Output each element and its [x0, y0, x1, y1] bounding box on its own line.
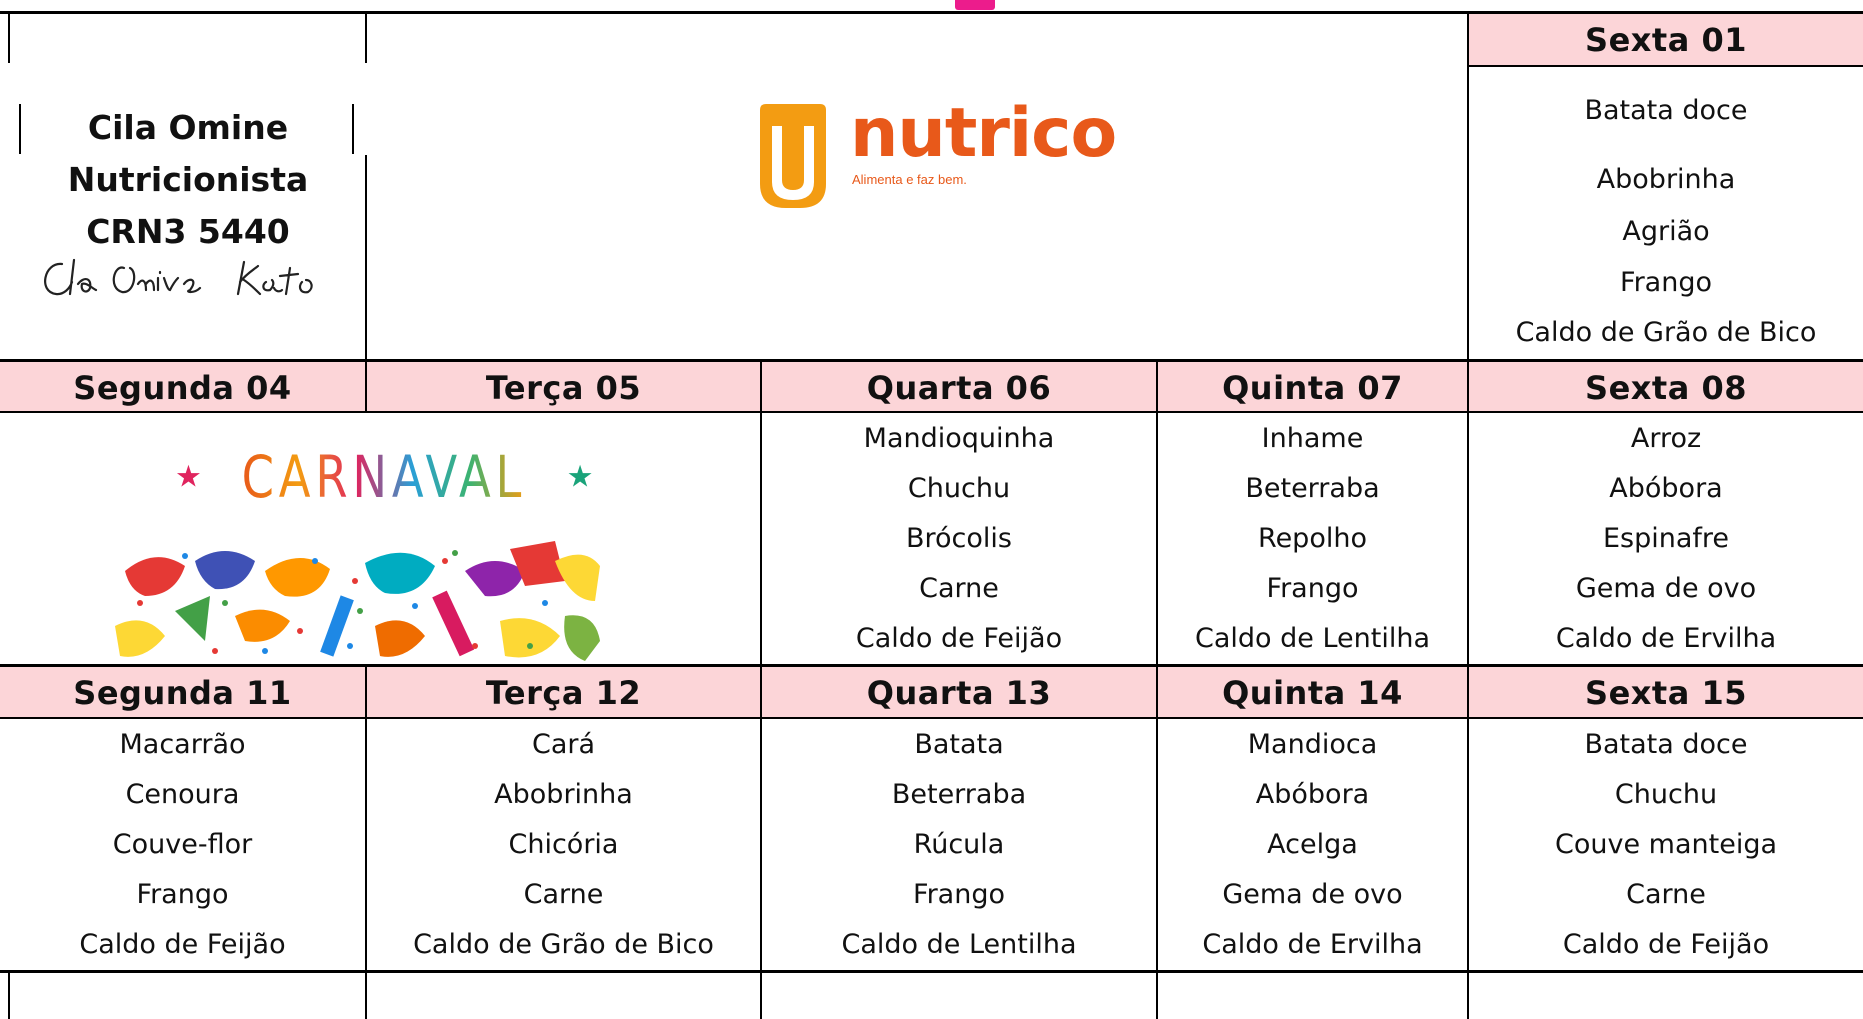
- menu-terca-12: Cará Abobrinha Chicória Carne Caldo de G…: [367, 719, 760, 970]
- grid-top-line: [0, 11, 1863, 14]
- ident-box-left: [19, 104, 21, 154]
- menu-quarta-06: Mandioquinha Chuchu Brócolis Carne Caldo…: [762, 413, 1156, 664]
- day-header-sexta-08: Sexta 08: [1469, 362, 1863, 411]
- grid-v-col4: [1156, 359, 1158, 1019]
- menu-item: Frango: [136, 879, 229, 910]
- day-header-terca-12: Terça 12: [367, 667, 760, 717]
- menu-item: Cará: [531, 729, 596, 760]
- day-header-quarta-06: Quarta 06: [762, 362, 1156, 411]
- menu-quinta-07: Inhame Beterraba Repolho Frango Caldo de…: [1158, 413, 1467, 664]
- signature: [44, 258, 313, 296]
- menu-item: Caldo de Feijão: [79, 929, 286, 960]
- menu-item: Caldo de Lentilha: [841, 929, 1077, 960]
- menu-item: Beterraba: [1245, 473, 1380, 504]
- menu-item: Gema de ovo: [1222, 879, 1403, 910]
- grid-left-edge-bottom: [8, 970, 10, 1019]
- menu-item: Beterraba: [891, 779, 1027, 810]
- menu-item: Acelga: [1267, 829, 1358, 860]
- menu-quinta-14: Mandioca Abóbora Acelga Gema de ovo Cald…: [1158, 719, 1467, 970]
- nutritionist-name: Cila Omine: [87, 108, 289, 147]
- grid-v-header-week1: [365, 359, 367, 413]
- menu-item: Arroz: [1630, 423, 1702, 454]
- menu-item: Caldo de Grão de Bico: [1515, 317, 1817, 348]
- menu-item: Abóbora: [1609, 473, 1723, 504]
- menu-item: Mandioca: [1247, 729, 1378, 760]
- menu-sexta-01: Batata doce Abobrinha Agrião Frango Cald…: [1469, 67, 1863, 359]
- menu-item: Agrião: [1622, 216, 1710, 247]
- menu-item: Inhame: [1261, 423, 1364, 454]
- menu-item: Abobrinha: [1596, 164, 1736, 195]
- menu-item: Caldo de Ervilha: [1555, 623, 1777, 654]
- menu-item: Gema de ovo: [1575, 573, 1757, 604]
- star-icon: ★: [175, 460, 202, 494]
- nutritionist-registration: CRN3 5440: [86, 212, 290, 251]
- menu-item: Brócolis: [906, 523, 1012, 554]
- nutrico-brand-text: nutrico: [850, 94, 1117, 173]
- grid-v-col3: [760, 359, 762, 1019]
- menu-item: Cenoura: [125, 779, 240, 810]
- carnaval-title: ★ CARNAVAL ★: [175, 443, 594, 513]
- carnaval-banner: ★ CARNAVAL ★: [0, 413, 760, 664]
- nutrico-logo-icon: [760, 104, 826, 208]
- menu-item: Abóbora: [1255, 779, 1370, 810]
- menu-item: Chuchu: [1614, 779, 1718, 810]
- grid-line-h1: [1468, 65, 1863, 67]
- menu-item: Batata: [914, 729, 1004, 760]
- day-header-segunda-04: Segunda 04: [0, 362, 365, 411]
- menu-item: Couve manteiga: [1555, 829, 1777, 860]
- menu-item: Chicória: [508, 829, 619, 860]
- grid-line-h4: [0, 664, 1863, 667]
- day-header-sexta-01: Sexta 01: [1469, 14, 1863, 65]
- grid-v-top-b: [365, 155, 367, 362]
- menu-quarta-13: Batata Beterraba Rúcula Frango Caldo de …: [762, 719, 1156, 970]
- day-header-quinta-14: Quinta 14: [1158, 667, 1467, 717]
- menu-item: Couve-flor: [112, 829, 253, 860]
- title-fragment: [955, 0, 995, 10]
- menu-item: Frango: [1266, 573, 1359, 604]
- menu-item: Macarrão: [119, 729, 246, 760]
- menu-item: Carne: [1626, 879, 1706, 910]
- nutritionist-identity: Cila Omine Nutricionista CRN3 5440: [10, 102, 366, 258]
- menu-item: Rúcula: [913, 829, 1005, 860]
- menu-sexta-15: Batata doce Chuchu Couve manteiga Carne …: [1469, 719, 1863, 970]
- star-icon: ★: [566, 460, 594, 494]
- menu-item: Espinafre: [1602, 523, 1730, 554]
- ident-box-right: [352, 104, 354, 154]
- grid-v-top-a: [365, 11, 367, 63]
- menu-item: Carne: [523, 879, 604, 910]
- menu-item: Caldo de Feijão: [855, 623, 1063, 654]
- menu-item: Batata doce: [1584, 729, 1748, 760]
- menu-item: Batata doce: [1584, 95, 1748, 126]
- grid-v-carnaval-bottom: [365, 664, 367, 1019]
- grid-line-h6: [0, 970, 1863, 973]
- menu-item: Caldo de Ervilha: [1202, 929, 1423, 960]
- nutrico-tagline: Alimenta e faz bem.: [852, 172, 967, 187]
- nutritionist-profession: Nutricionista: [67, 160, 309, 199]
- grid-v-col5: [1467, 11, 1469, 1019]
- menu-item: Repolho: [1258, 523, 1367, 554]
- day-header-quarta-13: Quarta 13: [762, 667, 1156, 717]
- grid-line-h5: [0, 717, 1863, 719]
- menu-item: Frango: [1620, 267, 1712, 298]
- menu-item: Caldo de Feijão: [1562, 929, 1770, 960]
- day-header-segunda-11: Segunda 11: [0, 667, 365, 717]
- menu-segunda-11: Macarrão Cenoura Couve-flor Frango Caldo…: [0, 719, 365, 970]
- day-header-terca-05: Terça 05: [367, 362, 760, 411]
- menu-item: Frango: [913, 879, 1005, 910]
- menu-item: Chuchu: [907, 473, 1011, 504]
- carnival-masks-illustration: [115, 541, 600, 661]
- menu-item: Caldo de Grão de Bico: [413, 929, 714, 960]
- menu-item: Abobrinha: [494, 779, 633, 810]
- menu-sexta-08: Arroz Abóbora Espinafre Gema de ovo Cald…: [1469, 413, 1863, 664]
- day-header-quinta-07: Quinta 07: [1158, 362, 1467, 411]
- day-header-sexta-15: Sexta 15: [1469, 667, 1863, 717]
- menu-item: Mandioquinha: [863, 423, 1055, 454]
- carnaval-text: CARNAVAL: [241, 443, 527, 511]
- grid-line-h3: [0, 411, 1863, 413]
- menu-item: Caldo de Lentilha: [1194, 623, 1430, 654]
- grid-line-h2: [0, 359, 1863, 362]
- grid-left-edge-top: [8, 11, 10, 63]
- menu-item: Carne: [919, 573, 999, 604]
- nutrico-logo: nutrico Alimenta e faz bem.: [760, 94, 1117, 210]
